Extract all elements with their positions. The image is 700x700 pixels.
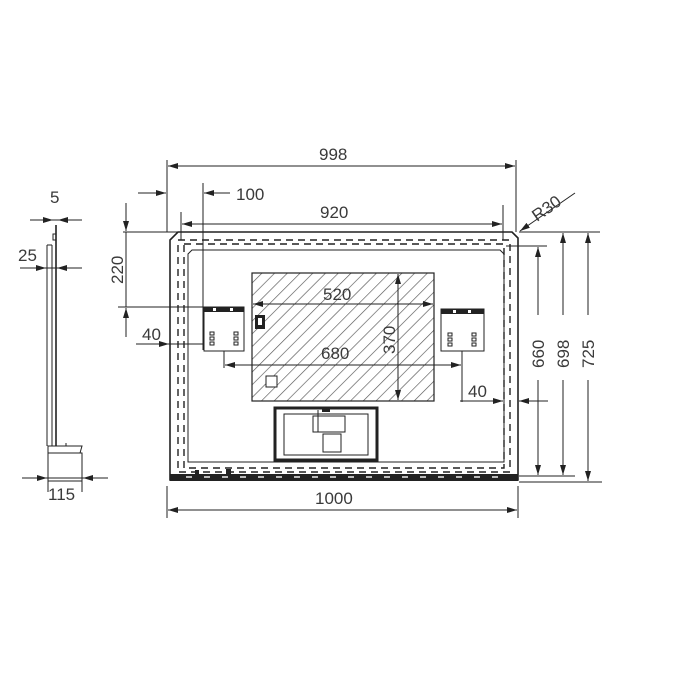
dim-outer-width-1000: 1000 <box>315 489 353 508</box>
dim-inner-width-920: 920 <box>320 203 348 222</box>
sensor-square-icon <box>265 375 278 388</box>
dim-side-offset-left-40: 40 <box>142 325 161 344</box>
dim-outer-height-725: 725 <box>579 340 598 368</box>
dim-side-depth-25: 25 <box>18 246 37 265</box>
control-box <box>273 406 379 462</box>
dim-mirror-width-998: 998 <box>319 145 347 164</box>
right-socket-box <box>440 308 485 352</box>
front-view <box>169 231 519 481</box>
defog-pad <box>251 272 435 402</box>
dim-inner-height-660: 660 <box>529 340 548 368</box>
dim-socket-spacing-680: 680 <box>321 344 349 363</box>
dim-offset-top-220: 220 <box>108 256 127 284</box>
dim-corner-radius-r30: R30 <box>528 192 564 225</box>
dim-side-offset-right-40: 40 <box>468 382 487 401</box>
dim-mirror-height-698: 698 <box>554 340 573 368</box>
left-socket-box <box>203 306 245 352</box>
dim-side-base-115: 115 <box>48 485 75 504</box>
dim-defog-width-520: 520 <box>323 285 351 304</box>
dim-side-thickness-5: 5 <box>50 188 59 207</box>
dim-offset-100: 100 <box>236 185 264 204</box>
dim-defog-height-370: 370 <box>380 326 399 354</box>
side-view: 5 25 115 <box>18 188 108 504</box>
front-dimensions: 998 100 920 R30 220 40 520 <box>108 145 602 518</box>
